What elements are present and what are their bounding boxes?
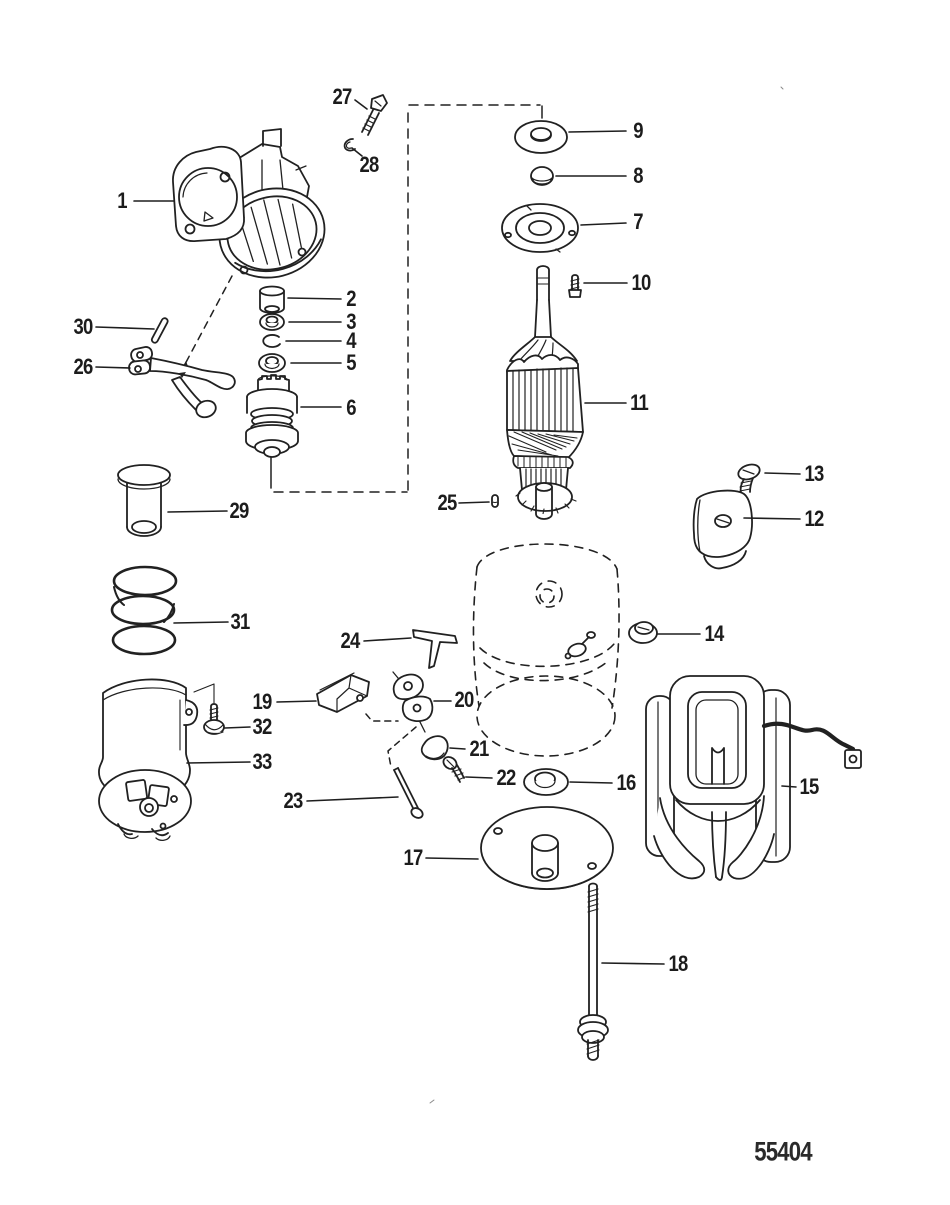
leader-line-12 <box>743 517 801 520</box>
leader-line-9 <box>568 130 627 133</box>
part-spring <box>110 565 178 656</box>
part-brush-block <box>316 672 370 713</box>
leader-line-17 <box>425 857 479 860</box>
part-brush-wedge <box>420 735 449 761</box>
scan-artifacts <box>429 86 784 1104</box>
callout-29: 29 <box>229 498 250 523</box>
callout-33: 33 <box>252 749 273 774</box>
part-snap-ring <box>262 334 281 348</box>
leader-line-27 <box>354 99 368 110</box>
callout-17: 17 <box>403 845 424 870</box>
part-bushing-sleeve <box>117 464 171 537</box>
screw-location-line <box>193 683 215 704</box>
part-bushing <box>259 285 285 314</box>
leader-line-25 <box>458 501 490 504</box>
callout-8: 8 <box>633 163 643 188</box>
part-long-pin <box>393 767 424 819</box>
leader-line-31 <box>173 621 229 624</box>
part-shift-lever <box>128 346 236 419</box>
callout-16: 16 <box>616 770 637 795</box>
leader-line-21 <box>449 747 466 750</box>
part-end-plate <box>501 203 579 253</box>
part-lever-pin <box>150 317 169 344</box>
part-spacer-collar <box>530 166 554 186</box>
leader-line-30 <box>95 326 155 330</box>
callout-22: 22 <box>496 765 517 790</box>
part-motor-frame <box>98 678 199 841</box>
part-cap-nut <box>628 621 658 644</box>
leader-line-32 <box>224 726 251 729</box>
leader-line-13 <box>764 472 801 475</box>
part-washer-bottom <box>523 768 569 796</box>
part-drive-pin <box>491 494 499 508</box>
callout-20: 20 <box>454 687 475 712</box>
part-end-cap-plate <box>480 806 614 890</box>
leader-line-33 <box>186 761 251 764</box>
part-drive-assembly <box>245 374 299 458</box>
callout-26: 26 <box>73 354 94 379</box>
leader-line-19 <box>276 700 317 703</box>
leader-line-28 <box>351 147 363 157</box>
part-through-bolt <box>577 882 609 1061</box>
callout-leader-lines <box>95 99 801 965</box>
leader-line-22 <box>465 776 493 779</box>
part-drive-end-housing <box>172 128 326 279</box>
callout-9: 9 <box>633 118 643 143</box>
callout-19: 19 <box>252 689 273 714</box>
callout-2: 2 <box>346 286 356 311</box>
callout-15: 15 <box>799 774 820 799</box>
leader-line-7 <box>580 222 627 226</box>
part-frame-screw <box>203 703 225 735</box>
callout-32: 32 <box>252 714 273 739</box>
part-brush-with-terminal <box>392 671 434 733</box>
callout-7: 7 <box>633 209 643 234</box>
leader-line-24 <box>363 637 412 642</box>
drawing-number: 55404 <box>754 1136 812 1167</box>
part-brush-screw <box>737 463 761 494</box>
callout-12: 12 <box>804 506 825 531</box>
assembly-guide-lines <box>179 104 543 768</box>
callout-21: 21 <box>469 736 490 761</box>
callout-10: 10 <box>631 270 652 295</box>
part-washer-upper <box>259 313 285 331</box>
leader-line-18 <box>601 962 665 965</box>
callout-18: 18 <box>668 951 689 976</box>
callout-30: 30 <box>73 314 94 339</box>
leader-line-2 <box>287 297 342 300</box>
callout-14: 14 <box>704 621 725 646</box>
part-brush-holder-plate <box>692 489 753 570</box>
part-thrust-washer-large <box>514 120 568 154</box>
callout-28: 28 <box>359 152 380 177</box>
callout-23: 23 <box>283 788 304 813</box>
part-brush-screw-lower <box>442 756 466 783</box>
part-e-clip <box>343 138 356 152</box>
callout-27: 27 <box>332 84 353 109</box>
leader-line-23 <box>306 796 399 802</box>
callout-5: 5 <box>346 350 356 375</box>
leader-line-16 <box>569 781 613 784</box>
part-brush-spring-arm <box>412 629 458 669</box>
callout-6: 6 <box>346 395 356 420</box>
callout-11: 11 <box>630 390 649 415</box>
callout-25: 25 <box>437 490 458 515</box>
callout-13: 13 <box>804 461 825 486</box>
callout-4: 4 <box>346 328 356 353</box>
leader-line-26 <box>95 366 131 369</box>
part-washer-lower <box>258 353 286 373</box>
callout-24: 24 <box>340 628 361 653</box>
callout-3: 3 <box>346 309 356 334</box>
part-screw-small-top <box>568 274 582 298</box>
leader-line-15 <box>781 785 797 788</box>
field-frame-terminal <box>564 631 596 660</box>
callout-1: 1 <box>117 188 127 213</box>
part-field-frame <box>645 675 862 881</box>
callout-31: 31 <box>230 609 251 634</box>
part-armature <box>506 265 584 520</box>
part-pivot-bolt <box>361 94 388 136</box>
leader-line-29 <box>167 510 228 513</box>
field-frame-ghost-outline <box>472 543 620 757</box>
